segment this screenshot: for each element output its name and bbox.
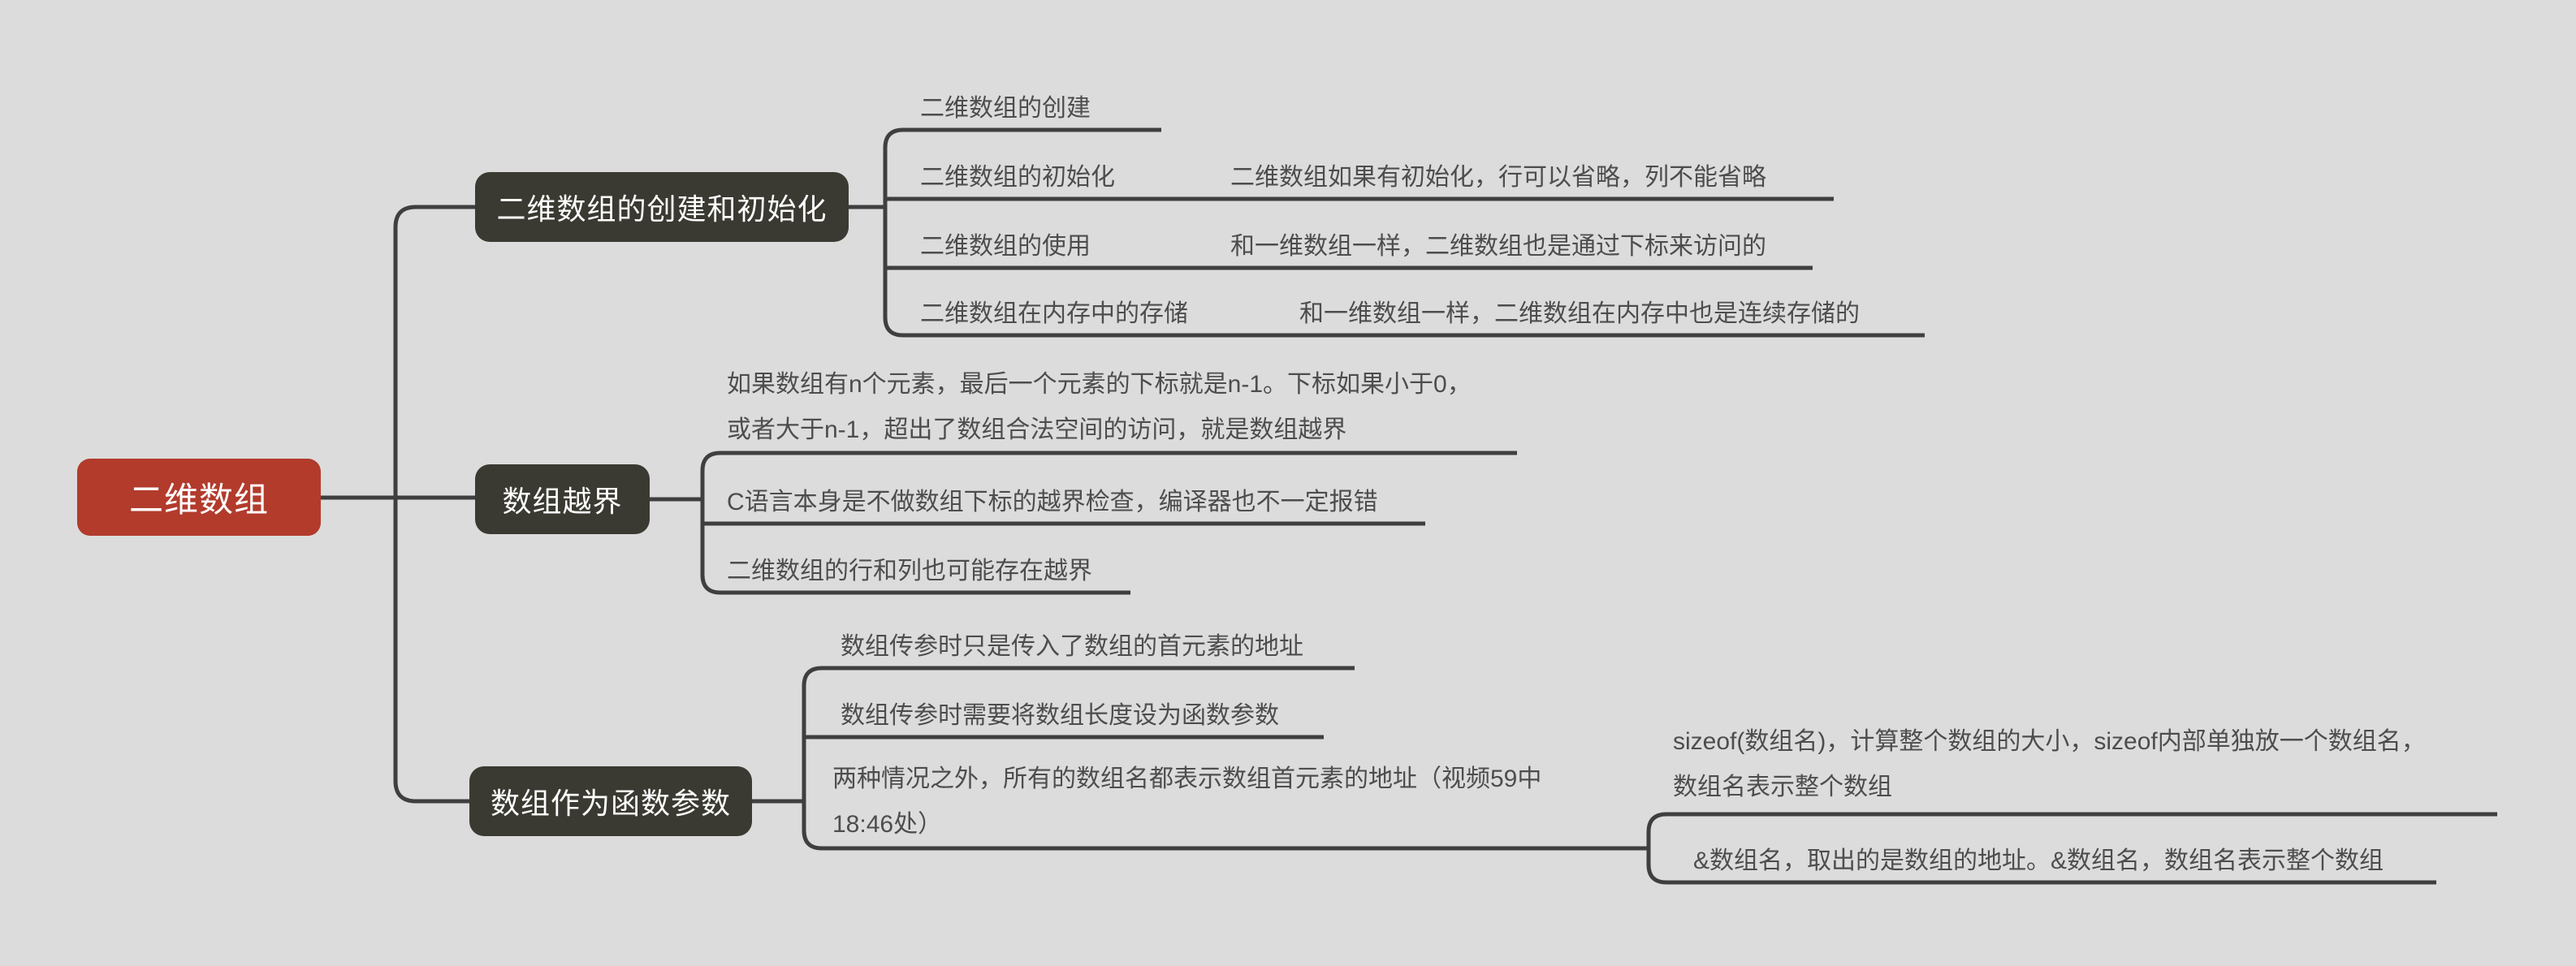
- subtopic-2d-bounds[interactable]: 二维数组的行和列也可能存在越界: [727, 558, 1092, 584]
- subtopic-array-creation[interactable]: 二维数组的创建: [920, 95, 1091, 122]
- subtopic-sizeof-array-name[interactable]: sizeof(数组名)，计算整个数组的大小，sizeof内部单独放一个数组名， …: [1673, 728, 2426, 800]
- note-array-initialization[interactable]: 二维数组如果有初始化，行可以省略，列不能省略: [1230, 164, 1766, 191]
- subtopic-param-length[interactable]: 数组传参时需要将数组长度设为函数参数: [841, 702, 1279, 729]
- subtopic-array-initialization[interactable]: 二维数组的初始化: [920, 164, 1115, 191]
- subtopic-array-usage[interactable]: 二维数组的使用: [920, 233, 1091, 260]
- branch-topic-array-as-param[interactable]: 数组作为函数参数: [469, 766, 752, 836]
- branch-topic-creation-init[interactable]: 二维数组的创建和初始化: [475, 172, 849, 242]
- branch-topic-out-of-bounds[interactable]: 数组越界: [475, 464, 650, 534]
- edge-main-spine: [393, 205, 475, 804]
- edge-branch3-trunk: [802, 666, 1649, 851]
- subtopic-param-first-element-address[interactable]: 数组传参时只是传入了数组的首元素的地址: [841, 633, 1303, 660]
- subtopic-array-name-meaning[interactable]: 两种情况之外，所有的数组名都表示数组首元素的地址（视频59中 18:46处）: [832, 765, 1542, 838]
- subtopic-bounds-definition[interactable]: 如果数组有n个元素，最后一个元素的下标就是n-1。下标如果小于0， 或者大于n-…: [727, 371, 1472, 443]
- edge-branch3-grandfork: [1646, 812, 2497, 885]
- edge-branch1-trunk: [883, 127, 1925, 338]
- subtopic-address-of-array-name[interactable]: &数组名，取出的是数组的地址。&数组名，数组名表示整个数组: [1693, 847, 2384, 874]
- subtopic-array-memory-storage[interactable]: 二维数组在内存中的存储: [920, 300, 1188, 327]
- note-array-memory-storage[interactable]: 和一维数组一样，二维数组在内存中也是连续存储的: [1299, 300, 1860, 327]
- subtopic-no-bounds-check[interactable]: C语言本身是不做数组下标的越界检查，编译器也不一定报错: [727, 489, 1378, 515]
- root-topic[interactable]: 二维数组: [77, 459, 321, 536]
- note-array-usage[interactable]: 和一维数组一样，二维数组也是通过下标来访问的: [1230, 233, 1766, 260]
